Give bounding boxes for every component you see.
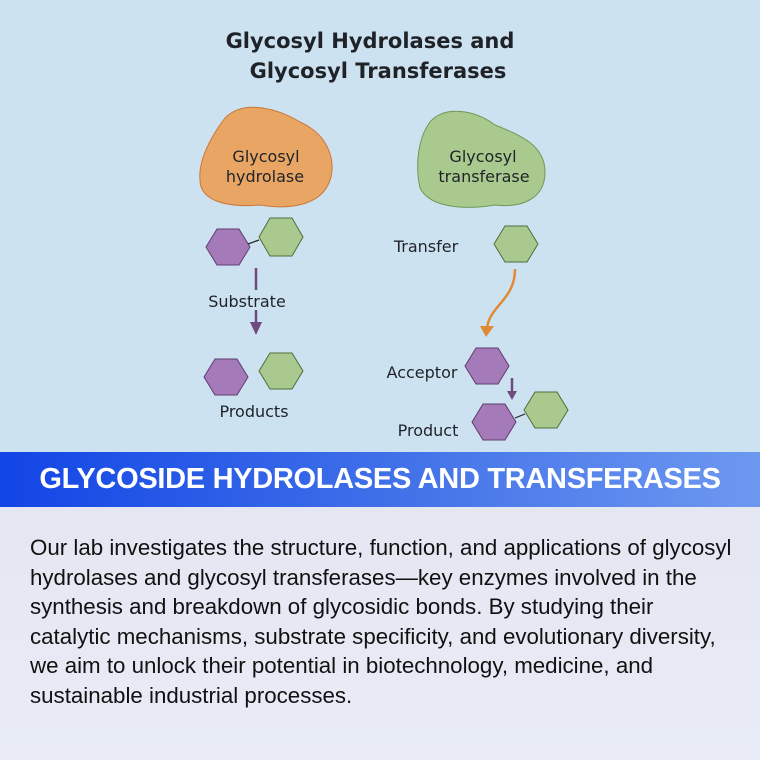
product-bond bbox=[514, 413, 526, 419]
product-purple-hexagon bbox=[203, 358, 249, 396]
transfer-label: Transfer bbox=[393, 237, 459, 256]
banner-title: GLYCOSIDE HYDROLASES AND TRANSFERASES bbox=[39, 463, 721, 495]
product-green-hexagon bbox=[258, 352, 304, 390]
transfer-arrowhead bbox=[480, 326, 494, 337]
acceptor-label: Acceptor bbox=[387, 363, 458, 382]
substrate-green-hexagon bbox=[258, 217, 304, 257]
hydrolase-enzyme-blob bbox=[199, 106, 333, 208]
hydrolase-label-2: hydrolase bbox=[226, 167, 304, 186]
hydrolysis-arrowhead bbox=[250, 322, 262, 335]
transfer-green-hexagon bbox=[493, 225, 539, 263]
description-text: Our lab investigates the structure, func… bbox=[30, 535, 732, 708]
substrate-label: Substrate bbox=[208, 292, 286, 311]
diagram-area: Glycosyl Hydrolases and Glycosyl Transfe… bbox=[0, 0, 760, 452]
substrate-purple-hexagon bbox=[205, 228, 251, 266]
glycosyl-diagram: Glycosyl Hydrolases and Glycosyl Transfe… bbox=[199, 29, 569, 441]
diagram-title-line2: Glycosyl Transferases bbox=[250, 59, 507, 83]
acceptor-arrowhead bbox=[507, 391, 517, 400]
diagram-title-line1: Glycosyl Hydrolases and bbox=[226, 29, 515, 53]
final-product-purple-hexagon bbox=[471, 403, 517, 441]
description-panel: Our lab investigates the structure, func… bbox=[0, 507, 760, 760]
transferase-label-1: Glycosyl bbox=[449, 147, 516, 166]
transfer-arrow bbox=[485, 268, 517, 329]
final-product-green-hexagon bbox=[523, 391, 569, 429]
acceptor-purple-hexagon bbox=[464, 347, 510, 385]
title-banner: GLYCOSIDE HYDROLASES AND TRANSFERASES bbox=[0, 452, 760, 507]
product-label: Product bbox=[398, 421, 459, 440]
products-label: Products bbox=[219, 402, 288, 421]
glycosidic-bond bbox=[247, 239, 260, 245]
hydrolase-label-1: Glycosyl bbox=[232, 147, 299, 166]
transferase-enzyme-blob bbox=[417, 110, 546, 208]
transferase-label-2: transferase bbox=[438, 167, 529, 186]
